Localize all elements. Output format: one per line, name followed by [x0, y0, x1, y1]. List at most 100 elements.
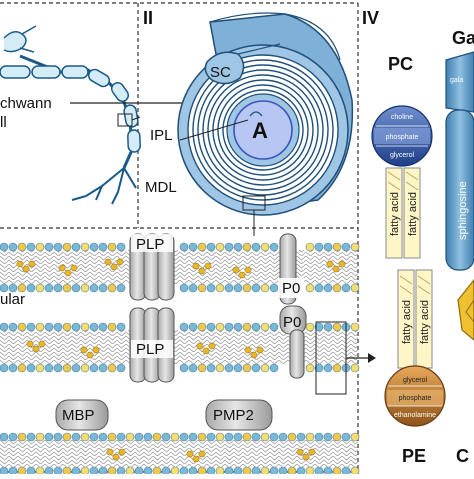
lipid-head	[216, 323, 224, 331]
lipid-head	[72, 243, 80, 251]
lipid-head	[315, 243, 323, 251]
cholesterol-ring	[199, 268, 206, 274]
pc-tail-1: fatty acid	[389, 192, 401, 236]
lipid-head	[54, 364, 62, 372]
lipid-head	[18, 433, 26, 441]
lipid-head	[243, 433, 251, 441]
cholesterol-ring	[39, 341, 46, 347]
cholesterol-ring	[209, 343, 216, 349]
lipid-head	[324, 243, 332, 251]
cholesterol-ring	[59, 265, 66, 271]
lipid-head	[306, 433, 314, 441]
cholesterol-ring	[333, 266, 340, 272]
lipid-head	[0, 467, 8, 474]
lipid-head	[207, 323, 215, 331]
lipid-head	[324, 364, 332, 372]
plp-top-label: PLP	[136, 236, 164, 253]
cholesterol-name: C	[456, 446, 469, 466]
axon-label: A	[252, 118, 268, 143]
lipid-head	[144, 467, 152, 474]
cholesterol-ring	[297, 449, 304, 455]
lipid-head	[306, 243, 314, 251]
lipid-head	[72, 467, 80, 474]
cholesterol-ring	[111, 264, 118, 270]
lipid-head	[81, 364, 89, 372]
pe-tail-1: fatty acid	[401, 300, 413, 344]
lipid-head	[45, 284, 53, 292]
lipid-head	[297, 467, 305, 474]
pc-name: PC	[388, 54, 413, 74]
lipid-head	[99, 284, 107, 292]
lipid-head	[333, 364, 341, 372]
lipid-head	[72, 364, 80, 372]
mbp-label: MBP	[62, 407, 95, 424]
lipid-head	[63, 243, 71, 251]
lipid-head	[36, 243, 44, 251]
lipid-head	[18, 323, 26, 331]
gal-head: gala	[450, 77, 463, 84]
lipid-head	[117, 323, 125, 331]
cholesterol-ring	[187, 451, 194, 457]
bilayer-top-tails	[0, 250, 358, 284]
cholesterol-ring	[193, 456, 200, 462]
lipid-head	[189, 364, 197, 372]
lipid-head	[9, 323, 17, 331]
lipid-head	[225, 243, 233, 251]
lipid-head	[234, 243, 242, 251]
lipid-head	[54, 433, 62, 441]
cholesterol-ring	[23, 266, 30, 272]
lipid-head	[216, 284, 224, 292]
cholesterol-ring	[65, 270, 72, 276]
lipid-head	[135, 467, 143, 474]
lipid-head	[234, 323, 242, 331]
cholesterol-ring	[257, 347, 264, 353]
lipid-head	[72, 284, 80, 292]
cholesterol-ring	[205, 263, 212, 269]
lipid-head	[234, 433, 242, 441]
cholesterol-ring	[117, 259, 124, 265]
plp-bottom-label: PLP	[136, 341, 164, 358]
lipid-head	[90, 243, 98, 251]
lipid-head	[324, 323, 332, 331]
lipid-head	[144, 433, 152, 441]
lipid-head	[117, 467, 125, 474]
lipid-head	[63, 364, 71, 372]
lipid-head	[324, 433, 332, 441]
lipid-head	[162, 467, 170, 474]
cholesterol-shape	[458, 280, 474, 340]
panel-iv-numeral: IV	[362, 8, 379, 28]
lipid-head	[171, 467, 179, 474]
lipid-head	[225, 433, 233, 441]
lipid-head	[180, 243, 188, 251]
lipid-head	[180, 323, 188, 331]
lipid-head	[90, 284, 98, 292]
lipid-head	[27, 364, 35, 372]
lipid-head	[153, 433, 161, 441]
lipid-head	[189, 433, 197, 441]
lipid-head	[342, 243, 350, 251]
lipid-head	[81, 323, 89, 331]
lipid-head	[81, 433, 89, 441]
lipid-head	[342, 467, 350, 474]
lipid-head	[108, 243, 116, 251]
lipid-head	[135, 433, 143, 441]
lipid-head	[162, 433, 170, 441]
lipid-head	[351, 433, 359, 441]
lipid-head	[0, 243, 8, 251]
lipid-head	[27, 467, 35, 474]
cholesterol-ring	[251, 352, 258, 358]
lipid-head	[252, 433, 260, 441]
lipid-head	[342, 284, 350, 292]
lipid-head	[234, 364, 242, 372]
lipid-head	[324, 284, 332, 292]
schwann-cytoplasm-label: SC	[210, 64, 231, 81]
lipid-head	[117, 243, 125, 251]
lipid-head	[45, 323, 53, 331]
lipid-head	[306, 323, 314, 331]
lipid-head	[90, 433, 98, 441]
cholesterol-ring	[199, 451, 206, 457]
lipid-head	[351, 467, 359, 474]
lipid-head	[234, 284, 242, 292]
lipid-head	[252, 467, 260, 474]
lipid-head	[18, 364, 26, 372]
